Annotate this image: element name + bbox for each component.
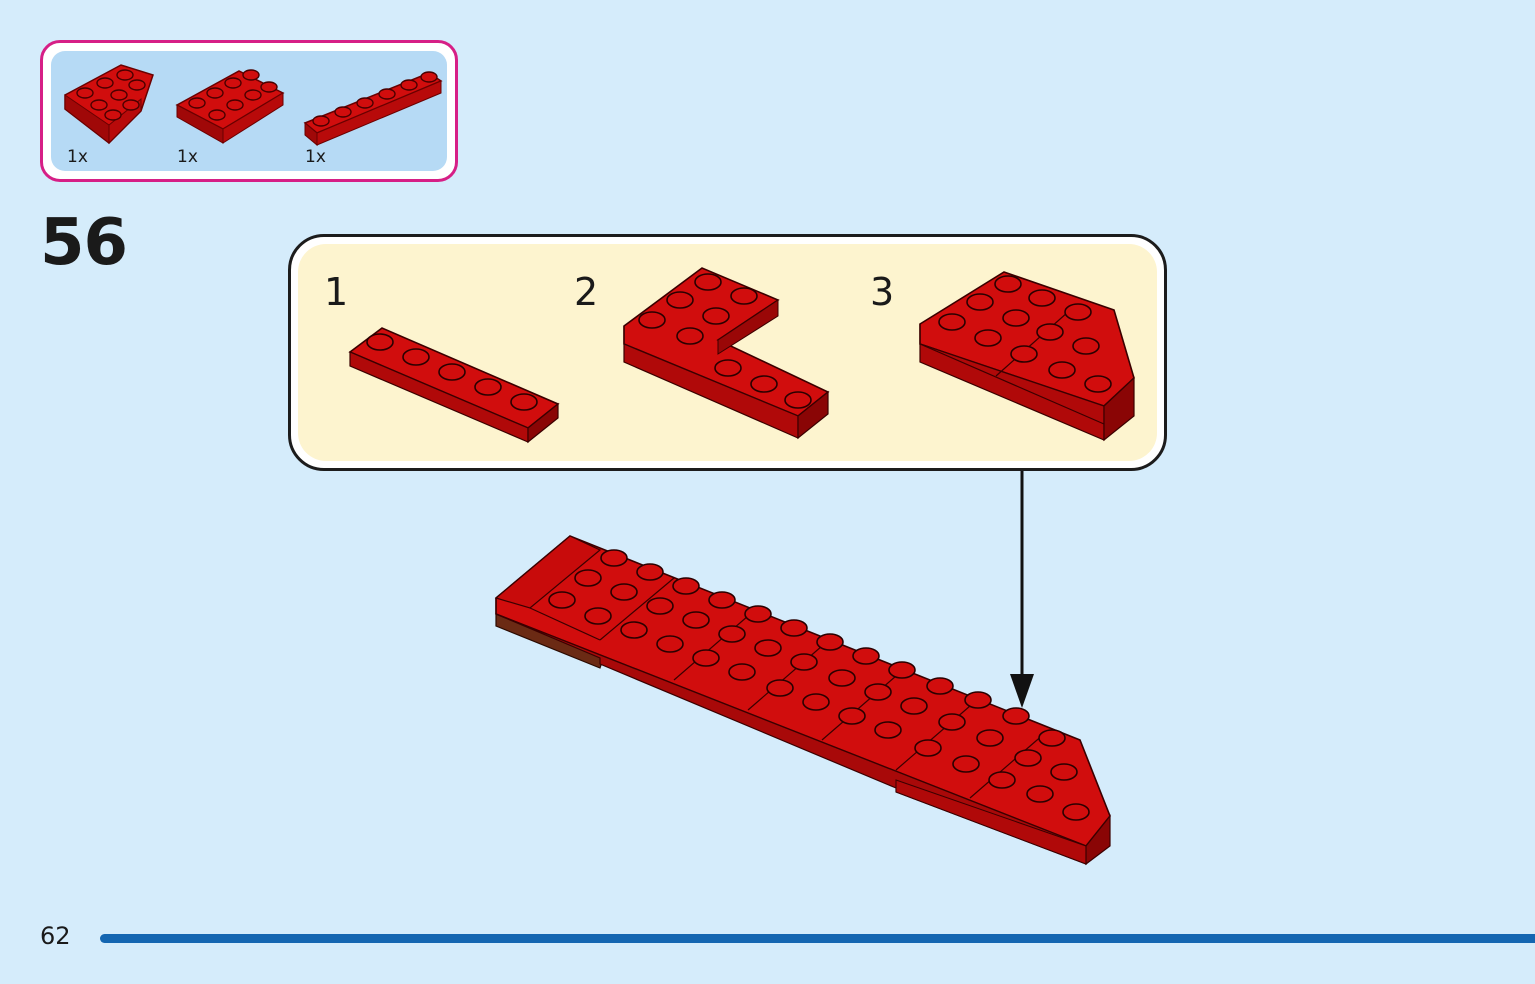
sub-step-3: 3 bbox=[864, 244, 1164, 464]
plate-1x6-icon bbox=[303, 71, 443, 147]
step-number: 56 bbox=[40, 206, 128, 280]
parts-list-panel: 1x 1x bbox=[51, 51, 447, 171]
sub-step-2: 2 bbox=[568, 244, 858, 464]
parts-item-plate-1x6: 1x bbox=[299, 51, 449, 175]
sub-assembly-callout: 1 2 bbox=[288, 234, 1167, 471]
main-model bbox=[494, 535, 1111, 866]
parts-item-wedge-plate: 1x bbox=[61, 51, 161, 175]
sub-assembly-panel: 1 2 bbox=[298, 244, 1157, 461]
part-quantity: 1x bbox=[305, 147, 326, 167]
parts-item-plate-2x4: 1x bbox=[171, 51, 291, 175]
sub-step-label: 2 bbox=[574, 270, 599, 314]
wing-assembly-icon bbox=[919, 271, 1135, 442]
arrow-head-icon bbox=[1010, 674, 1034, 708]
page-progress-bar bbox=[100, 934, 1535, 943]
l-assembly-icon bbox=[623, 267, 830, 440]
wedge-plate-icon bbox=[64, 64, 154, 145]
sub-step-label: 3 bbox=[870, 270, 895, 314]
part-quantity: 1x bbox=[177, 147, 198, 167]
plate-2x4-icon bbox=[175, 69, 285, 144]
part-quantity: 1x bbox=[67, 147, 88, 167]
sub-step-label: 1 bbox=[324, 270, 349, 314]
plate-1x6-icon bbox=[348, 327, 560, 444]
sub-step-1: 1 bbox=[318, 244, 568, 464]
parts-list-box: 1x 1x bbox=[40, 40, 458, 182]
page-number: 62 bbox=[40, 922, 71, 950]
